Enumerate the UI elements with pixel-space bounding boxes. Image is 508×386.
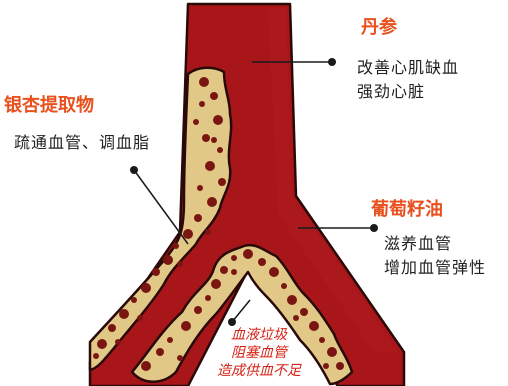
- plaque-effect-line: 阻塞血管: [231, 345, 287, 361]
- plaque-particles: [93, 77, 344, 371]
- plaque-particle: [199, 77, 209, 87]
- plaque-particle: [199, 101, 205, 107]
- plaque-particle: [211, 279, 221, 289]
- grape-seed-desc-line: 增加血管弹性: [384, 258, 487, 277]
- plaque-particle: [287, 295, 297, 305]
- plaque-particle: [220, 266, 228, 274]
- plaque-particle: [300, 308, 308, 316]
- plaque-particle: [309, 321, 319, 331]
- plaque-particle: [183, 229, 193, 239]
- grape-seed-oil-description: 滋养血管 增加血管弹性: [384, 232, 486, 280]
- ginkgo-pointer-marker: [130, 166, 138, 174]
- plaque-effect-description: 血液垃圾 阻塞血管 造成供血不足: [204, 326, 314, 380]
- grape-seed-desc-line: 滋养血管: [384, 234, 453, 253]
- plaque-effect-line: 造成供血不足: [217, 363, 301, 379]
- plaque-particle: [218, 178, 226, 186]
- danshen-title: 丹参: [361, 17, 397, 38]
- plaque-particle: [93, 353, 99, 359]
- plaque-particle: [193, 119, 199, 125]
- artery-highlight: [256, 8, 398, 352]
- plaque-particle: [194, 214, 202, 222]
- plaque-particle: [269, 267, 279, 277]
- plaque-particle: [156, 348, 164, 356]
- plaque-particle: [217, 147, 223, 153]
- plaque-particle: [205, 295, 211, 301]
- grape-seed-oil-title: 葡萄籽油: [371, 199, 443, 220]
- plaque-particle: [258, 258, 266, 266]
- grape-seed-pointer-marker: [370, 224, 378, 232]
- plaque-particle: [210, 92, 218, 100]
- plaque-particle: [152, 268, 160, 276]
- plaque-particle: [177, 355, 183, 361]
- plaque-particle: [97, 339, 107, 349]
- plaque-particle: [293, 315, 299, 321]
- plaque-particle: [205, 161, 215, 171]
- ginkgo-extract-title: 银杏提取物: [4, 95, 94, 116]
- danshen-description: 改善心肌缺血 强劲心脏: [357, 56, 459, 104]
- plaque-particle: [211, 137, 217, 143]
- plaque-particle: [323, 363, 329, 369]
- plaque-effect-pointer-line: [231, 299, 251, 323]
- plaque-particle: [141, 283, 151, 293]
- plaque-particle: [202, 134, 210, 142]
- danshen-desc-line: 改善心肌缺血: [357, 58, 460, 77]
- plaque-particle: [163, 255, 173, 265]
- plaque-particle: [205, 229, 211, 235]
- plaque-particle: [131, 297, 137, 303]
- plaque-particle: [137, 315, 143, 321]
- plaque-particle: [243, 249, 253, 259]
- plaque-particle: [194, 306, 202, 314]
- plaque-effect-pointer-marker: [228, 318, 236, 326]
- plaque-particle: [167, 337, 173, 343]
- plaque-particle: [231, 269, 237, 275]
- danshen-desc-line: 强劲心脏: [357, 82, 426, 101]
- plaque-particle: [336, 362, 344, 370]
- plaque-particle: [281, 283, 287, 289]
- plaque-particle: [173, 243, 179, 249]
- danshen-pointer-marker: [328, 58, 336, 66]
- ginkgo-pointer-line: [133, 169, 189, 245]
- plaque-particle: [197, 185, 203, 191]
- plaque-particle: [119, 309, 129, 319]
- plaque-particle: [231, 255, 237, 261]
- plaque-particle: [327, 347, 337, 357]
- plaque-particle: [181, 321, 191, 331]
- plaque-particle: [207, 197, 217, 207]
- plaque-deposit-lower: [130, 243, 354, 386]
- label-pointers: [130, 58, 378, 326]
- plaque-particle: [141, 361, 151, 371]
- plaque-effect-line: 血液垃圾: [231, 327, 287, 343]
- ginkgo-extract-description: 疏通血管、调血脂: [14, 131, 150, 155]
- plaque-particle: [115, 339, 121, 345]
- plaque-particle: [319, 337, 325, 343]
- plaque-particle: [213, 115, 223, 125]
- plaque-particle: [177, 261, 183, 267]
- plaque-deposit-upper: [88, 66, 233, 372]
- plaque-particle: [108, 324, 116, 332]
- ginkgo-desc-line: 疏通血管、调血脂: [14, 133, 151, 152]
